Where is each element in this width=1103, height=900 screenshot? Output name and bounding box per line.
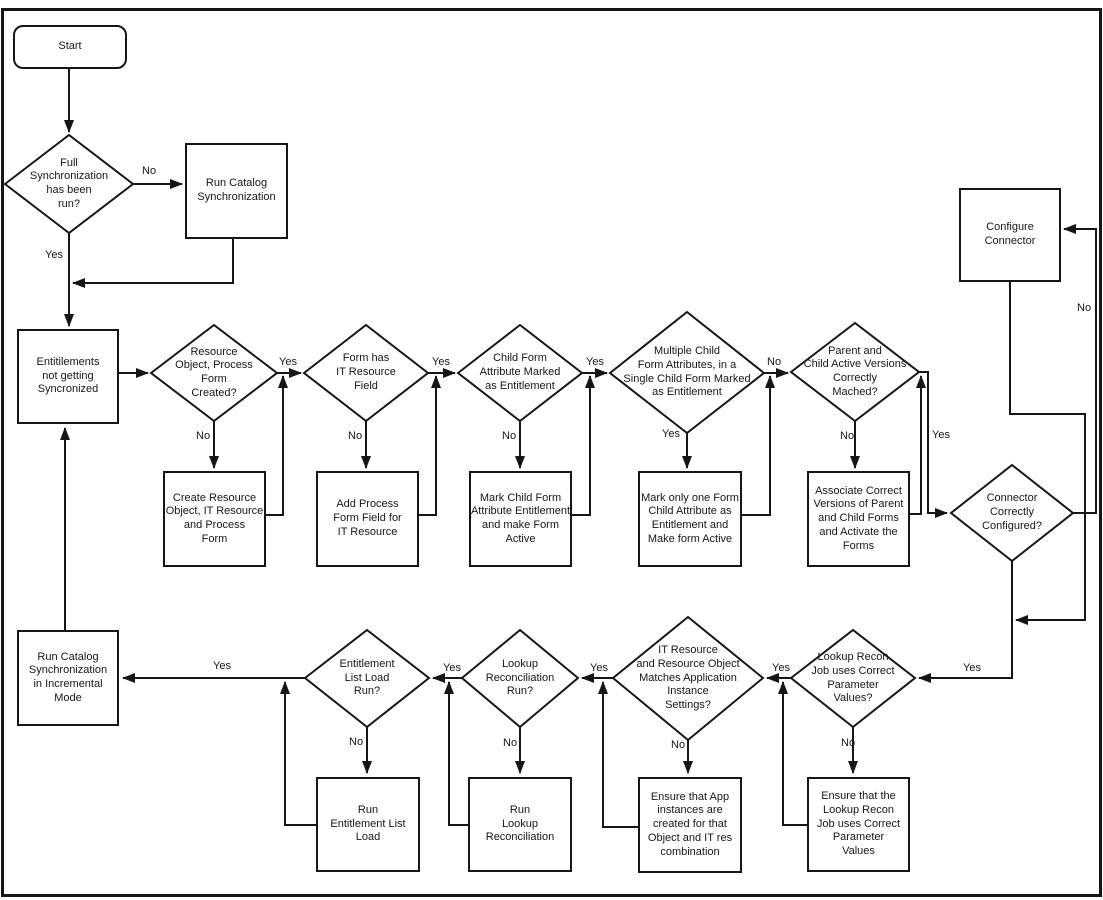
edge-connector-no (1063, 224, 1097, 514)
edge-mark-only-one-return (742, 375, 775, 516)
process-create-resource-object-box (163, 471, 266, 567)
edge-add-form-field-return (419, 375, 441, 516)
start-terminator-box (13, 25, 127, 69)
process-ensure-app-instances-box (638, 777, 742, 873)
decision-multiple-attrs-shape (608, 310, 766, 435)
decision-lookup-params-shape (789, 628, 917, 729)
process-run-lookup-recon-box (468, 777, 572, 872)
diagram-border (1, 8, 1102, 897)
edge-create-resource-return (266, 375, 288, 516)
decision-versions-shape (789, 321, 921, 423)
process-mark-only-one-attr-box (638, 471, 742, 567)
decision-lookup-run-shape (460, 628, 580, 729)
decision-full-sync-shape (3, 133, 135, 235)
process-run-incremental-sync-box (17, 630, 119, 726)
edge-ensure-lookup-return (778, 681, 807, 826)
decision-it-matches-shape (611, 615, 765, 742)
edge-run-lookup-return (444, 681, 468, 826)
decision-form-has-it-shape (302, 323, 430, 423)
process-configure-connector-box (959, 188, 1061, 282)
process-run-catalog-sync-box (185, 143, 288, 239)
process-run-entitlement-list-load-box (316, 777, 420, 872)
decision-resource-object-shape (149, 323, 279, 423)
edge-mark-child-return (572, 375, 595, 516)
process-ensure-lookup-params-box (807, 777, 910, 872)
process-associate-correct-versions-box (807, 471, 910, 567)
process-add-process-form-field-box (316, 471, 419, 567)
decision-list-load-shape (303, 628, 431, 729)
edge-configure-connector-return (1009, 282, 1086, 625)
edge-run-list-load-return (280, 681, 317, 826)
edge-associate-versions-return (910, 375, 926, 515)
decision-connector-configured-shape (949, 463, 1075, 563)
edge-run-catalog-return (72, 239, 234, 288)
edge-connector-yes (918, 561, 1013, 683)
edge-versions-yes (919, 371, 948, 518)
process-mark-child-form-attr-box (469, 471, 572, 567)
process-entitlements-not-synced-box (17, 329, 119, 424)
edge-ensure-app-return (598, 681, 638, 828)
decision-child-attr-shape (456, 323, 584, 423)
